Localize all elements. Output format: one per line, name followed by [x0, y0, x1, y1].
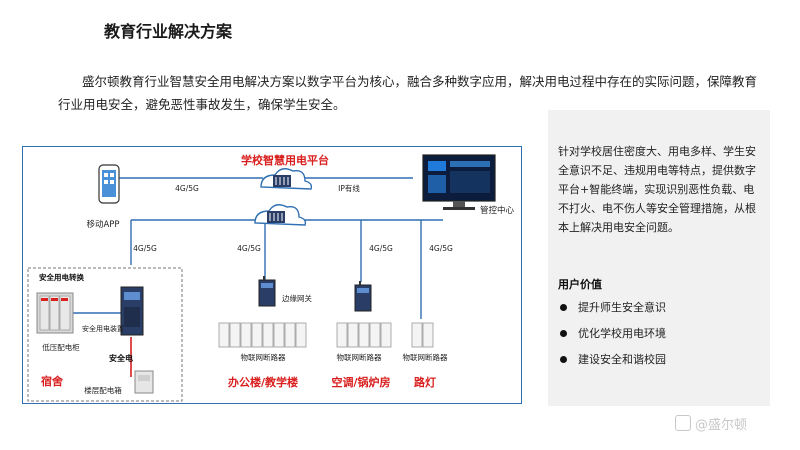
iot-breaker-light: [411, 322, 434, 348]
safety-device-label: 安全用电装置: [82, 324, 124, 333]
breaker-label-ac: 物联网断路器: [337, 352, 382, 362]
cloud-icon: [260, 168, 313, 190]
dormitory-label: 宿舍: [41, 374, 64, 388]
link-label-4g5g-office: 4G/5G: [237, 244, 261, 253]
diagram-canvas: 学校智慧用电平台 移动APP: [27, 153, 515, 402]
monitor-icon: [422, 154, 496, 210]
list-item: 建设安全和谐校园: [558, 352, 763, 378]
user-value-title: 用户价值: [558, 278, 602, 291]
sidebar-description: 针对学校居住密度大、用电多样、学生安全意识不足、违规用电等特点，提供数字平台+智…: [558, 145, 756, 234]
area-label-ac: 空调/锅炉房: [331, 375, 390, 389]
edge-gateway-icon: [354, 281, 372, 312]
link-label-4g5g-dorm: 4G/5G: [133, 244, 157, 253]
floor-box-icon: [134, 370, 154, 394]
bullet-icon: [560, 330, 567, 337]
watermark-text: @盛尔顿: [695, 418, 748, 433]
safety-switch-label: 安全用电转换: [39, 272, 84, 282]
safe-power-label: 安全电: [109, 353, 133, 363]
iot-breaker-group-office: [218, 322, 307, 348]
list-item: 优化学校用电环境: [558, 326, 763, 352]
area-label-office: 办公楼/教学楼: [228, 375, 298, 389]
value-text: 优化学校用电环境: [578, 327, 666, 340]
value-text: 提升师生安全意识: [578, 301, 666, 314]
intro-paragraph: 盛尔顿教育行业智慧安全用电解决方案以数字平台为核心，融合多种数字应用，解决用电过…: [58, 74, 758, 112]
low-voltage-cabinet-icon: [36, 292, 74, 334]
watermark: @盛尔顿: [675, 414, 747, 433]
platform-label: 学校智慧用电平台: [241, 153, 329, 167]
network-lines: [118, 177, 443, 319]
safety-device-icon: [120, 286, 144, 336]
cloud-icon: [254, 204, 307, 226]
control-center-label: 管控中心: [480, 205, 515, 216]
link-label-ip: IP有线: [338, 183, 360, 193]
link-label-4g5g-top: 4G/5G: [175, 184, 199, 193]
breaker-label-light: 物联网断路器: [403, 352, 448, 362]
low-voltage-cabinet-label: 低压配电柜: [42, 342, 80, 352]
area-label-light: 路灯: [414, 375, 436, 389]
edge-gateway-icon: [258, 276, 276, 307]
user-value-list: 提升师生安全意识 优化学校用电环境 建设安全和谐校园: [558, 300, 763, 378]
edge-gateway-label: 边缘网关: [282, 293, 312, 303]
floor-box-label: 楼层配电箱: [84, 385, 122, 395]
watermark-logo-icon: [675, 415, 691, 431]
page-title: 教育行业解决方案: [104, 22, 233, 41]
system-diagram: 学校智慧用电平台 移动APP: [22, 146, 522, 404]
iot-breaker-group-ac: [336, 322, 392, 348]
link-label-4g5g-ac: 4G/5G: [369, 244, 393, 253]
mobile-app-label: 移动APP: [86, 219, 119, 230]
value-text: 建设安全和谐校园: [578, 353, 666, 366]
bullet-icon: [560, 356, 567, 363]
dormitory-box: [27, 267, 183, 402]
link-label-4g5g-light: 4G/5G: [429, 244, 453, 253]
sidebar-panel: 针对学校居住密度大、用电多样、学生安全意识不足、违规用电等特点，提供数字平台+智…: [548, 110, 770, 406]
breaker-label-office: 物联网断路器: [241, 352, 286, 362]
mobile-phone-icon: [98, 164, 120, 204]
list-item: 提升师生安全意识: [558, 300, 763, 326]
bullet-icon: [560, 304, 567, 311]
